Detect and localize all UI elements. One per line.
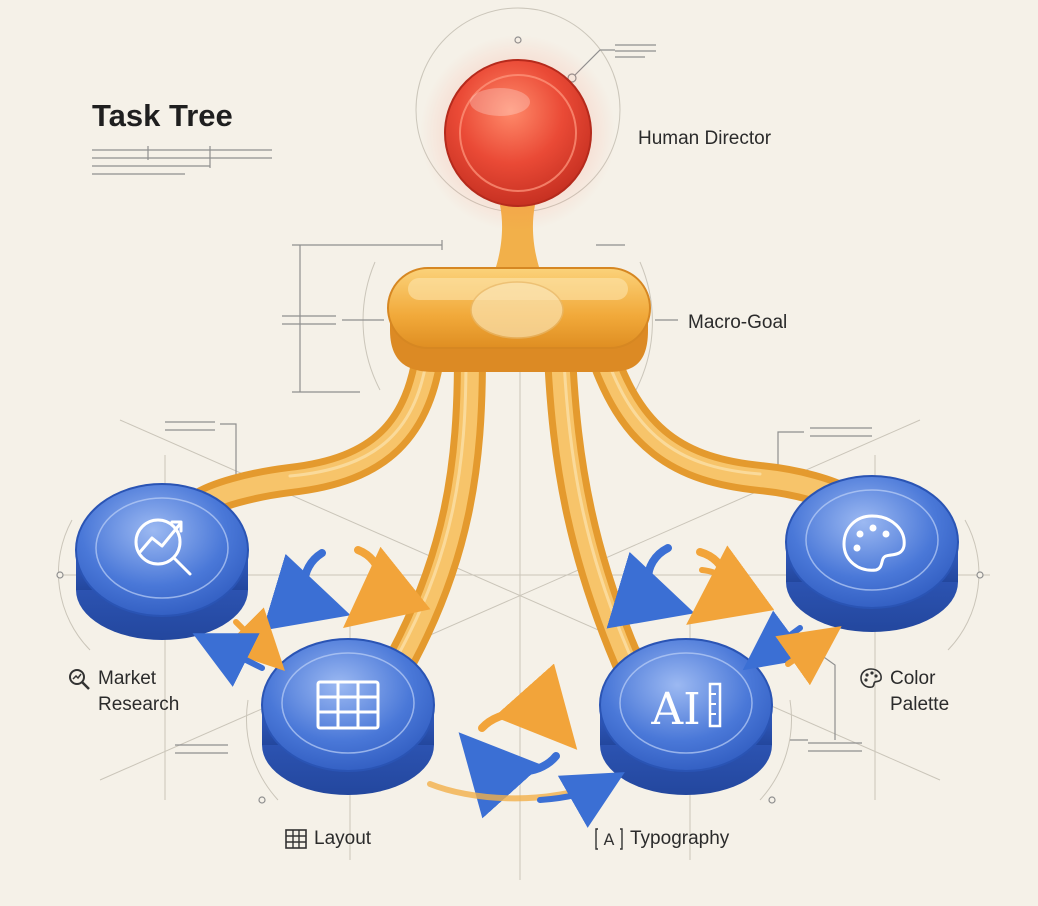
page-title: Task Tree [92,98,233,133]
layout-label-text: Layout [314,828,372,849]
market-research-node[interactable] [75,483,249,640]
palette-icon [842,514,906,572]
color-palette-node[interactable] [785,475,959,632]
palette-small-icon [860,668,882,688]
macro-goal-label: Macro-Goal [688,312,788,333]
grid-icon [285,829,307,849]
director-label: Human Director [638,128,772,149]
layout-label: Layout [284,826,371,852]
branches [184,329,861,706]
typography-label-text: Typography [630,828,730,849]
color-palette-label: Color Palette [858,666,949,718]
search-icon [69,669,90,690]
color-palette-label-line1: Color [890,668,936,689]
flow-arrows [192,607,842,828]
market-research-label: Market Research [66,666,179,718]
color-palette-label-line2: Palette [890,694,950,715]
grid-icon [316,680,380,730]
market-research-label-line2: Research [98,694,180,715]
title-decoration [92,146,272,175]
director-node[interactable] [420,35,616,231]
layout-node[interactable] [261,638,435,795]
svg-text:A: A [604,830,615,849]
typography-icon: AI [650,682,722,735]
typography-node[interactable]: AI [599,638,773,795]
macro-goal-node[interactable] [387,267,651,372]
typography-small-icon: A [595,828,623,850]
search-chart-icon [134,518,192,576]
market-research-label-line1: Market [98,668,157,689]
cycle-arrows [262,544,775,819]
svg-text:AI: AI [650,684,700,735]
typography-label: A Typography [594,826,729,852]
